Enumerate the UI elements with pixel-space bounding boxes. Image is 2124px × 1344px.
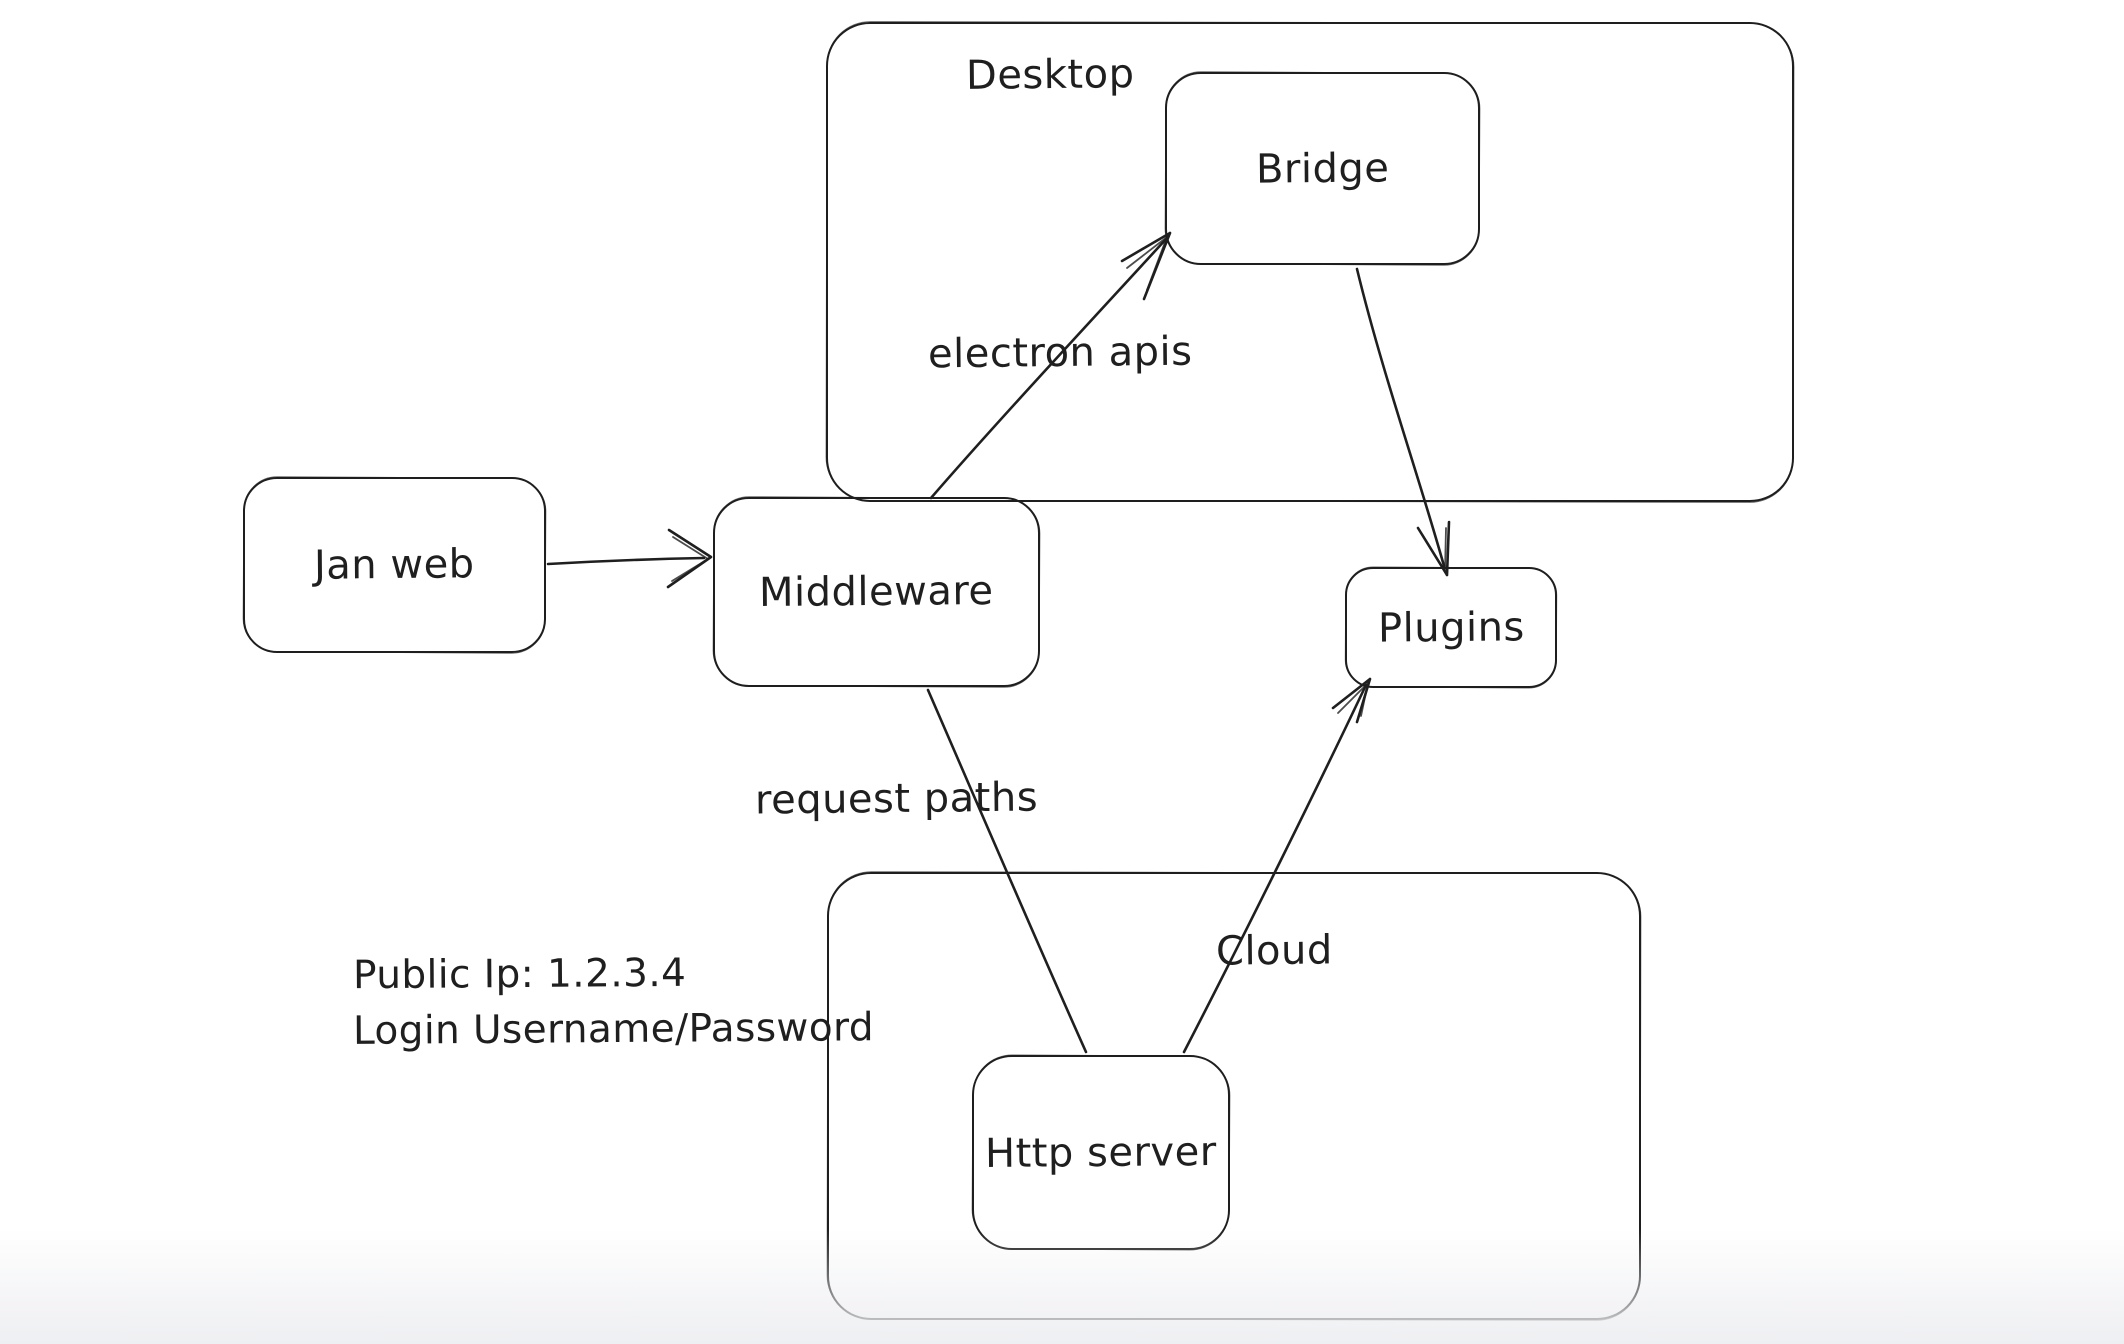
edge-label-electron-apis[interactable]: electron apis [927,328,1193,378]
connector-janweb-middleware[interactable] [546,556,706,566]
arrowhead-janweb-middleware-echo [671,536,709,582]
bridge-node-label[interactable]: Bridge [1255,144,1390,193]
connector-middleware-bridge[interactable] [929,236,1169,500]
plugins-node-label[interactable]: Plugins [1377,603,1525,652]
connector-bridge-plugins[interactable] [1355,267,1446,568]
bridge-node[interactable]: Bridge [1165,72,1480,265]
arrowhead-bridge-plugins-echo [1421,527,1447,572]
edge-label-request-paths[interactable]: request paths [754,774,1039,824]
arrowhead-middleware-bridge-echo [1126,236,1168,291]
middleware-node-label[interactable]: Middleware [759,567,994,617]
desktop-container-shape[interactable] [826,22,1794,502]
arrowhead-httpserver-plugins-echo [1337,682,1369,717]
annotation-public-ip[interactable]: Public Ip: 1.2.3.4 [352,950,687,999]
middleware-node[interactable]: Middleware [713,497,1040,687]
canvas-bottom-edge-tint [0,1229,2124,1344]
http-server-node[interactable]: Http server [972,1055,1230,1250]
plugins-node[interactable]: Plugins [1345,567,1557,688]
jan-web-node[interactable]: Jan web [243,477,546,653]
http-server-node-label[interactable]: Http server [984,1128,1218,1177]
annotation-login[interactable]: Login Username/Password [352,1005,875,1054]
cloud-container-label[interactable]: Cloud [1215,927,1334,975]
jan-web-node-label[interactable]: Jan web [314,541,475,589]
connector-middleware-httpserver[interactable] [926,688,1088,1054]
connector-httpserver-plugins[interactable] [1182,683,1368,1054]
desktop-container-label[interactable]: Desktop [965,51,1135,99]
